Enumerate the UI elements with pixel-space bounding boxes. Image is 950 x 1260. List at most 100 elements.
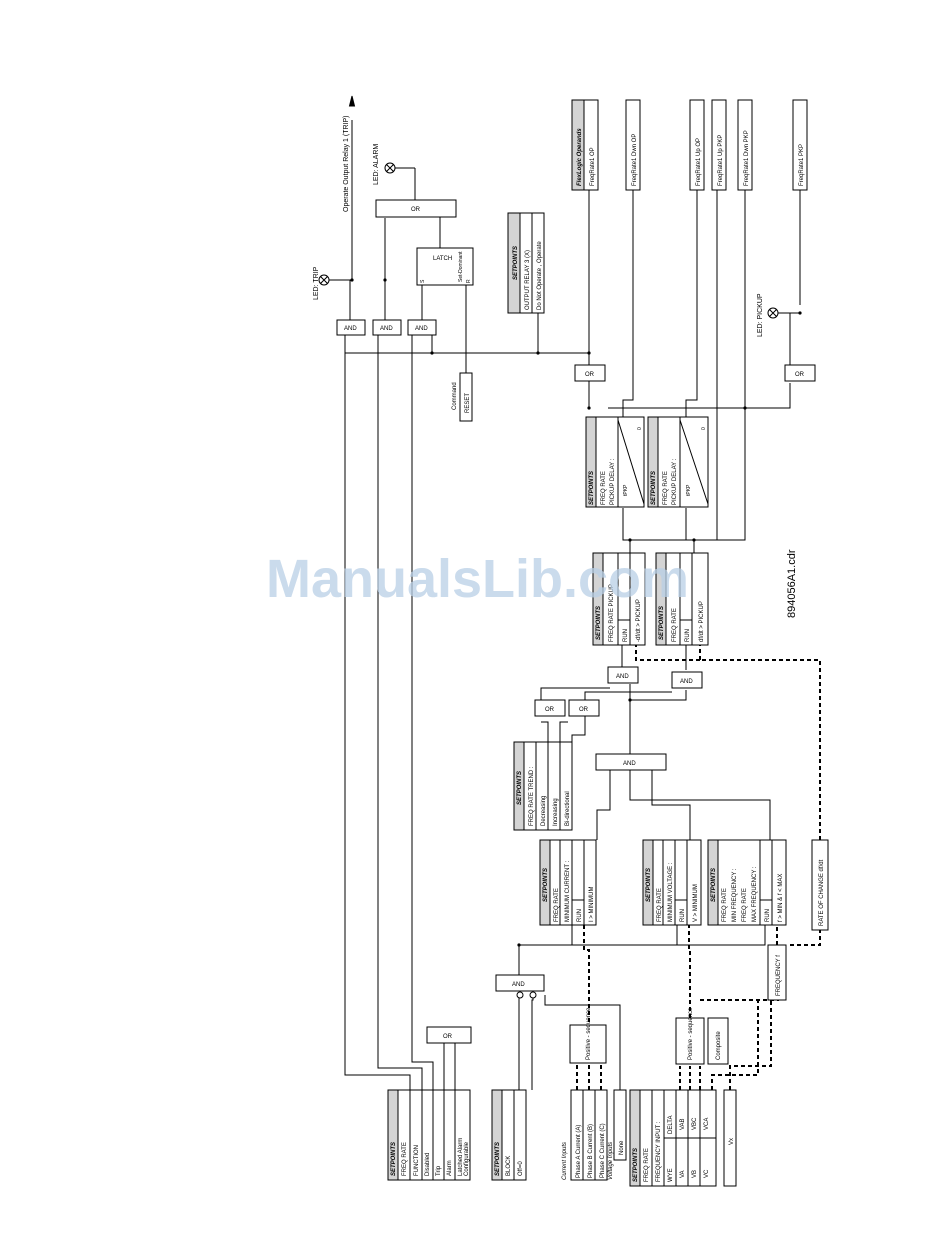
- gate-and-min: AND: [595, 753, 667, 771]
- or-function-label: OR: [443, 1034, 453, 1040]
- operate-output-relay: Operate Output Relay 1 (TRIP): [343, 95, 356, 212]
- reset-label: RESET: [465, 393, 471, 413]
- function-line-6: Latched Alarm: [458, 1138, 464, 1176]
- drawing-number: 894056A1.cdr: [786, 549, 798, 618]
- delay-block-2: SETPOINTS FREQ RATE PICKUP DELAY : tPKP …: [647, 416, 709, 508]
- trend-line-3: Increasing: [553, 798, 559, 826]
- pickup-1-header: SETPOINTS: [596, 606, 602, 640]
- none-label: None: [619, 1140, 625, 1155]
- led-trip-label: LED: TRIP: [313, 266, 320, 300]
- vx-input: Vx: [723, 1089, 737, 1187]
- min-voltage-condition: V > MINIMUM: [693, 884, 699, 922]
- va-label: VA: [680, 1170, 686, 1178]
- flexlogic-header: FlexLogic Operands: [577, 128, 583, 186]
- pickup-1-condition: -df/dt > PICKUP: [636, 599, 642, 642]
- function-line-7: Configurable: [464, 1141, 470, 1176]
- output-relay-block: SETPOINTS OUTPUT RELAY 3 (X) Do Not Oper…: [507, 212, 545, 314]
- latch-s: S: [420, 279, 426, 283]
- block-line-2: Off=0: [518, 1161, 524, 1176]
- function-line-4: Trip: [436, 1165, 442, 1176]
- led-pickup-label: LED: PICKUP: [757, 293, 764, 337]
- positive-sequence-current-box: Positive - sequence: [569, 1007, 607, 1064]
- freq-limits-condition: f > MIN & f < MAX: [778, 874, 784, 922]
- min-voltage-run: RUN: [680, 909, 686, 922]
- delay-block-1: SETPOINTS FREQ RATE PICKUP DELAY : tPKP …: [585, 416, 645, 508]
- min-current-condition: I > MINIMUM: [589, 886, 595, 922]
- latch-sub: Set-Dominant: [458, 251, 464, 282]
- led-pickup: LED: PICKUP: [757, 293, 790, 337]
- freq-limits-line-2: MIN FREQUENCY :: [732, 868, 738, 922]
- freq-limits-line-4: MAX FREQUENCY :: [752, 866, 758, 922]
- phase-b-current: Phase B Current (B): [588, 1124, 594, 1178]
- delay-1-header: SETPOINTS: [589, 471, 595, 505]
- command-label: Command: [452, 382, 458, 410]
- gate-or-alarm: OR: [375, 199, 457, 218]
- gate-and-latched: AND: [407, 319, 437, 336]
- phase-a-current: Phase A Current (A): [576, 1125, 582, 1178]
- delay-2-header: SETPOINTS: [651, 471, 657, 505]
- operate-output-label: Operate Output Relay 1 (TRIP): [343, 116, 350, 212]
- and-pickup-1-label: AND: [616, 674, 629, 680]
- trend-line-4: Bi-directional: [565, 791, 571, 826]
- latch-title: LATCH: [433, 256, 452, 262]
- rate-of-change-label: RATE OF CHANGE df/dt: [819, 859, 825, 926]
- pickup-2-condition: df/dt > PICKUP: [699, 601, 705, 642]
- frequency-label: FREQUENCY f: [776, 955, 782, 996]
- min-current-header: SETPOINTS: [543, 868, 549, 902]
- delay-1-line-1: FREQ RATE: [601, 471, 607, 505]
- freq-limits-header: SETPOINTS: [711, 868, 717, 902]
- flexlogic-operands: FlexLogic Operands FreqRate1 OP FreqRate…: [571, 99, 808, 191]
- positive-sequence-voltage-box: Positive - sequence: [675, 1007, 705, 1065]
- output-relay-line-2: Do Not Operate , Operate: [537, 241, 543, 310]
- vca-label: VCA: [704, 1118, 710, 1130]
- led-trip: LED: TRIP: [313, 266, 338, 300]
- gate-or-op: OR: [574, 364, 606, 382]
- gate-and-input: AND: [495, 974, 545, 999]
- junction-dots: [350, 278, 802, 947]
- watermark: ManualsLib.com: [266, 549, 689, 609]
- phase-c-current: Phase C Current (C): [600, 1123, 606, 1178]
- latch-r: R: [466, 279, 472, 283]
- current-inputs-block: Current Inputs Phase A Current (A) Phase…: [562, 1089, 614, 1181]
- voltage-inputs-title: Voltage Inputs: [608, 1142, 614, 1180]
- delay-1-zero: 0: [637, 427, 643, 430]
- gate-or-pkp: OR: [784, 364, 816, 382]
- pickup-1-line-1: FREQ RATE PICKUP: [609, 584, 615, 642]
- and-pickup-2-label: AND: [680, 679, 693, 685]
- min-current-line-2: MINIMUM CURRENT :: [565, 860, 571, 922]
- minimum-current-block: SETPOINTS FREQ RATE MINIMUM CURRENT : RU…: [539, 839, 597, 926]
- wires: [337, 120, 801, 1090]
- block-setpoints-block: SETPOINTS BLOCK Off=0: [491, 1089, 527, 1181]
- function-setpoints-block: SETPOINTS FREQ RATE FUNCTION Disabled Tr…: [387, 1089, 471, 1181]
- composite-label: Composite: [716, 1031, 722, 1060]
- min-voltage-header: SETPOINTS: [646, 868, 652, 902]
- function-line-3: Disabled: [425, 1153, 431, 1176]
- gate-or-trend-2: OR: [568, 699, 600, 717]
- vbc-label: VBC: [692, 1117, 698, 1130]
- function-line-2: FUNCTION: [414, 1145, 420, 1176]
- led-alarm-label: LED: ALARM: [373, 144, 380, 185]
- freq-limits-run: RUN: [765, 909, 771, 922]
- and-latched-label: AND: [415, 326, 428, 332]
- flexlogic-up-op: FreqRate1 Up OP: [696, 138, 702, 186]
- pickup-2-line-1: FREQ RATE: [672, 608, 678, 642]
- freq-input-line-1: FREQ RATE: [644, 1148, 650, 1182]
- minimum-voltage-block: SETPOINTS FREQ RATE MINIMUM VOLTAGE : RU…: [642, 839, 702, 926]
- gate-and-pickup-2: AND: [671, 671, 703, 689]
- freq-limits-line-3: FREQ RATE: [742, 888, 748, 922]
- min-current-run: RUN: [577, 909, 583, 922]
- trend-line-1: FREQ RATE TREND :: [529, 766, 535, 826]
- flexlogic-dwn-pkp: FreqRate1 Dwn PKP: [744, 130, 750, 186]
- function-header: SETPOINTS: [391, 1142, 397, 1176]
- frequency-limits-block: SETPOINTS FREQ RATE MIN FREQUENCY : FREQ…: [707, 839, 787, 926]
- current-inputs-title: Current Inputs: [562, 1142, 568, 1180]
- delay-1-tpkp: tPKP: [623, 484, 629, 496]
- command-reset-block: Command RESET: [452, 372, 473, 422]
- gate-and-pickup-1: AND: [607, 666, 639, 684]
- trend-header: SETPOINTS: [517, 771, 523, 805]
- pickup-block-1: SETPOINTS FREQ RATE PICKUP RUN -df/dt > …: [592, 552, 646, 646]
- or-op-label: OR: [585, 372, 595, 378]
- delay-2-line-1: FREQ RATE: [663, 471, 669, 505]
- gate-and-trip: AND: [336, 319, 366, 336]
